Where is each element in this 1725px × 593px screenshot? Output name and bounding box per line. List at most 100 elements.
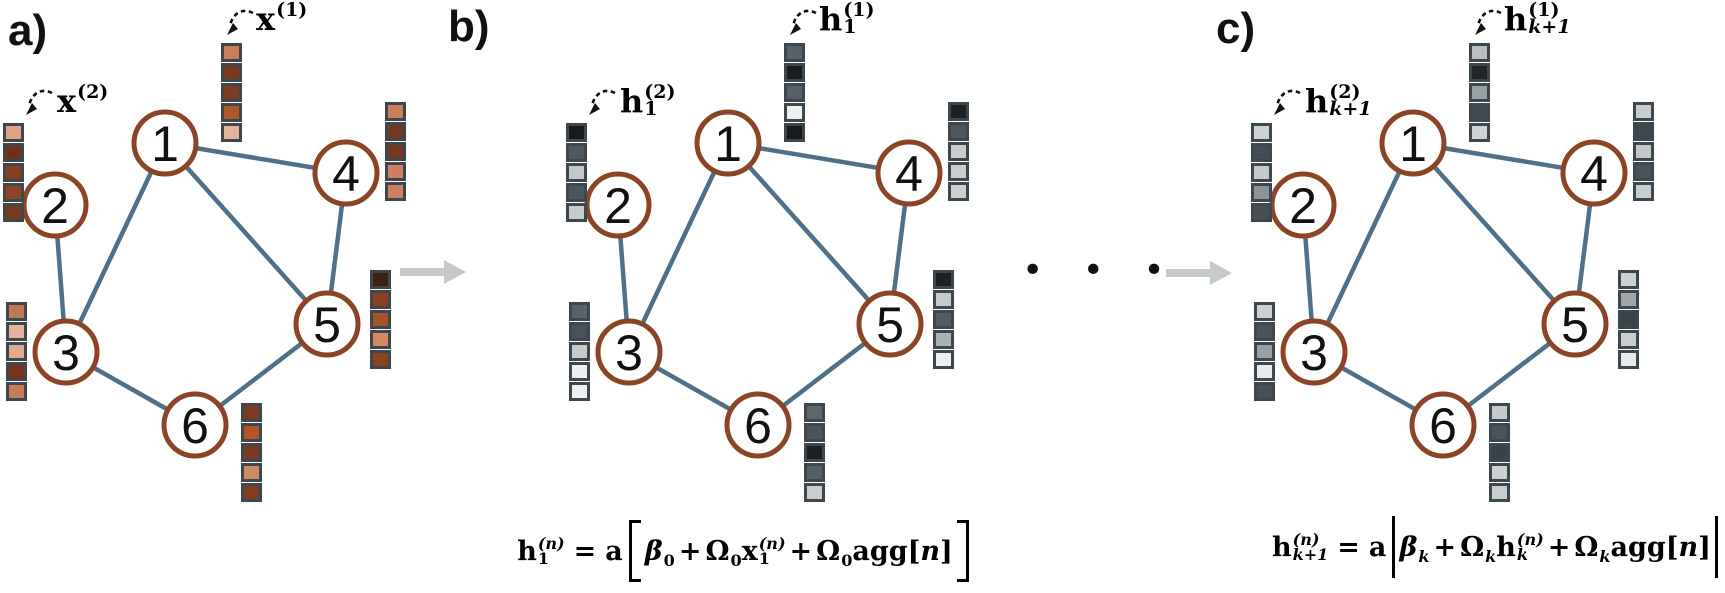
eq-token-base: x — [741, 535, 758, 567]
graph-node-label: 1 — [714, 116, 742, 172]
eq-operator: + — [678, 535, 702, 567]
vector-cell — [3, 163, 24, 182]
vector-cell — [1251, 163, 1272, 182]
equation-bracket-close — [1714, 516, 1718, 578]
eq-token-base: h — [1496, 531, 1516, 563]
vector-label: h(2)1 — [620, 82, 675, 120]
vector-cell — [948, 182, 969, 201]
graph-edge — [163, 141, 329, 326]
vector-cell — [1469, 103, 1490, 122]
vector-cell — [784, 123, 805, 142]
graph-node-3 — [595, 318, 663, 386]
eq-token-sup: (1) — [1528, 0, 1560, 21]
eq-token-base: h — [1504, 0, 1528, 38]
vector-cell — [1251, 123, 1272, 142]
eq-token: h(1)1 — [819, 0, 874, 38]
eq-token-base: ] — [1698, 531, 1711, 563]
vector-cell — [1251, 203, 1272, 222]
vector-cell — [933, 310, 954, 329]
graph-node-label: 4 — [895, 146, 923, 202]
eq-token-base: [ — [1665, 531, 1679, 563]
vector-cell — [1633, 162, 1654, 181]
vector-cell — [1489, 443, 1510, 462]
eq-token-sub: k+1 — [1528, 16, 1571, 38]
vector-cell — [933, 350, 954, 369]
eq-token-scripts: (n)k — [1517, 532, 1544, 563]
graph-node-4 — [875, 139, 943, 207]
eq-token-scripts: (n)1 — [537, 534, 565, 568]
eq-token: h(n)k+1 — [1272, 532, 1328, 563]
eq-token-base: β — [644, 535, 663, 567]
vector-cell — [566, 163, 587, 182]
graph-edge — [726, 141, 892, 326]
eq-token-base: x — [57, 82, 77, 120]
vector-cell — [221, 43, 242, 62]
eq-token-base: h — [517, 535, 537, 567]
vector-cell — [1489, 403, 1510, 422]
vector-cell — [1633, 182, 1654, 201]
node-vector-5 — [1618, 270, 1639, 369]
vector-cell — [1618, 350, 1639, 369]
graph-node-label: 2 — [604, 178, 632, 234]
vector-cell — [784, 83, 805, 102]
vector-cell — [1618, 290, 1639, 309]
vector-cell — [566, 203, 587, 222]
graph-node-label: 6 — [744, 398, 772, 454]
eq-token-sup: (1) — [276, 0, 308, 21]
vector-cell — [804, 423, 825, 442]
vector-cell — [1618, 270, 1639, 289]
vector-cell — [569, 302, 590, 321]
graph-node-5 — [856, 290, 924, 358]
vector-cell — [1254, 302, 1275, 321]
vector-cell — [1618, 310, 1639, 329]
eq-token-sup: (n) — [537, 534, 565, 553]
vector-cell — [1633, 142, 1654, 161]
vector-cell — [1254, 382, 1275, 401]
vector-cell — [6, 382, 27, 401]
node-vector-4 — [948, 102, 969, 201]
eq-token: agg — [1610, 532, 1665, 563]
node-vector-2 — [1251, 123, 1272, 222]
eq-token-base: h — [620, 82, 644, 120]
vector-cell — [784, 63, 805, 82]
eq-token-sub: 1 — [537, 549, 549, 568]
graph-node-2 — [1269, 171, 1337, 239]
vector-cell — [1489, 463, 1510, 482]
eq-token-sub: 0 — [663, 550, 675, 570]
vector-cell — [1633, 102, 1654, 121]
eq-token: ] — [940, 536, 953, 567]
vector-label: x(2) — [57, 81, 108, 120]
panel-label: a) — [8, 6, 48, 55]
vector-cell — [566, 143, 587, 162]
vector-cell — [221, 63, 242, 82]
vector-cell — [1251, 143, 1272, 162]
vector-cell — [1254, 362, 1275, 381]
vector-cell — [569, 342, 590, 361]
vector-cell — [1469, 43, 1490, 62]
vector-cell — [3, 183, 24, 202]
vector-cell — [241, 463, 262, 482]
eq-token-sup: (n) — [1292, 530, 1320, 549]
graph-edge — [1411, 141, 1577, 326]
eq-token-scripts: (1)1 — [843, 1, 874, 37]
eq-token: n — [920, 536, 940, 567]
vector-cell — [241, 423, 262, 442]
vector-cell — [6, 302, 27, 321]
panel-label: c) — [1216, 4, 1256, 53]
vector-cell — [1618, 330, 1639, 349]
vector-cell — [1469, 63, 1490, 82]
eq-token-base: Ω — [705, 535, 730, 567]
label-pointer-arrow-icon — [1475, 9, 1502, 35]
eq-token-base: n — [920, 535, 941, 567]
eq-token: h(2)1 — [620, 82, 675, 120]
node-vector-1 — [784, 43, 805, 142]
